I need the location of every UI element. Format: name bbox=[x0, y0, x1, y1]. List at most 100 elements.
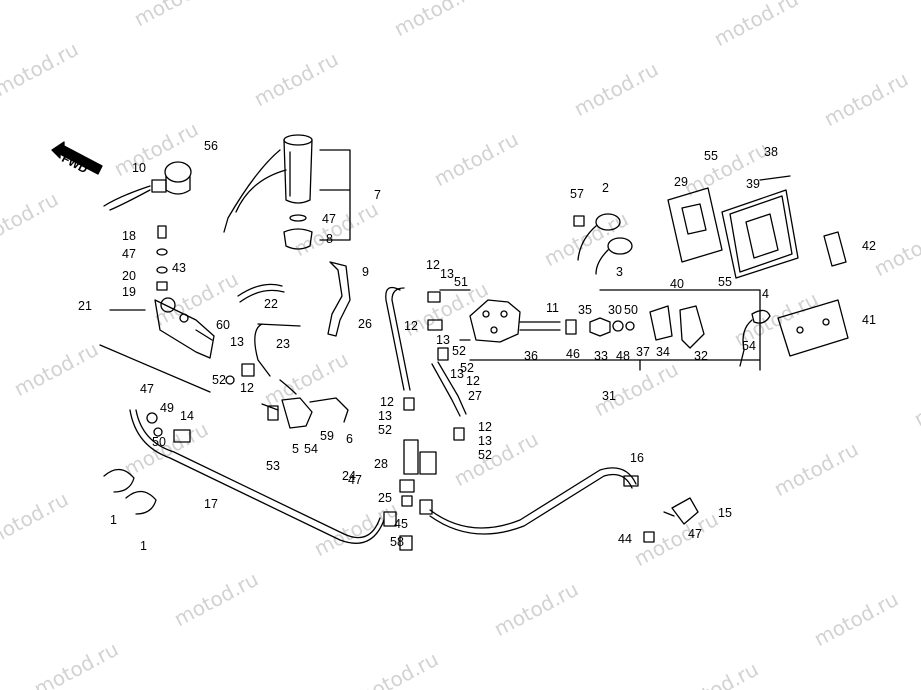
callout: 1 bbox=[140, 539, 147, 553]
callout: 57 bbox=[570, 187, 584, 201]
callout: 19 bbox=[122, 285, 136, 299]
callout: 12 bbox=[380, 395, 394, 409]
callout: 32 bbox=[694, 349, 708, 363]
main-valve-body bbox=[439, 289, 761, 371]
callout: 9 bbox=[362, 265, 369, 279]
callout: 55 bbox=[704, 149, 718, 163]
banjo-bolts bbox=[146, 291, 465, 443]
callout: 34 bbox=[656, 345, 670, 359]
callout: 44 bbox=[618, 532, 632, 546]
callout: 7 bbox=[374, 188, 381, 202]
callout: 27 bbox=[468, 389, 482, 403]
callout: 36 bbox=[524, 349, 538, 363]
callout: 54 bbox=[742, 339, 756, 353]
callout: 13 bbox=[378, 409, 392, 423]
callout: 47 bbox=[122, 247, 136, 261]
callout: 31 bbox=[602, 389, 616, 403]
callout: 13 bbox=[478, 434, 492, 448]
hose-22-23 bbox=[237, 283, 301, 395]
callout: 38 bbox=[764, 145, 778, 159]
callout: 3 bbox=[616, 265, 623, 279]
callout: 52 bbox=[378, 423, 392, 437]
callout: 21 bbox=[78, 299, 92, 313]
plates-32-34 bbox=[649, 305, 705, 349]
callout: 48 bbox=[616, 349, 630, 363]
callout: 24 bbox=[342, 469, 356, 483]
callout: 50 bbox=[152, 435, 166, 449]
fwd-arrow-icon bbox=[51, 141, 103, 175]
callout: 20 bbox=[122, 269, 136, 283]
callout: 16 bbox=[630, 451, 644, 465]
callout: 60 bbox=[216, 318, 230, 332]
callout: 41 bbox=[862, 313, 876, 327]
callout: 18 bbox=[122, 229, 136, 243]
callout: 51 bbox=[454, 275, 468, 289]
callout: 12 bbox=[240, 381, 254, 395]
pipe-26 bbox=[385, 286, 411, 391]
callout: 29 bbox=[674, 175, 688, 189]
part-41-plate bbox=[739, 231, 849, 367]
callout: 52 bbox=[460, 361, 474, 375]
callout: 8 bbox=[326, 232, 333, 246]
callout: 58 bbox=[390, 535, 404, 549]
callout: 13 bbox=[440, 267, 454, 281]
callout: 15 bbox=[718, 506, 732, 520]
callout: 1 bbox=[110, 513, 117, 527]
callout: 59 bbox=[320, 429, 334, 443]
pipe-27 bbox=[431, 361, 467, 417]
callout: 6 bbox=[346, 432, 353, 446]
callout: 10 bbox=[132, 161, 146, 175]
part-10-switch bbox=[103, 161, 192, 211]
callout: 52 bbox=[452, 344, 466, 358]
part-5-assembly bbox=[261, 397, 349, 429]
callout: 12 bbox=[478, 420, 492, 434]
callout: 22 bbox=[264, 297, 278, 311]
callout: 14 bbox=[180, 409, 194, 423]
callout: 47 bbox=[348, 473, 362, 487]
callout: 28 bbox=[374, 457, 388, 471]
callout: 56 bbox=[204, 139, 218, 153]
callout: 12 bbox=[404, 319, 418, 333]
callout: 46 bbox=[566, 347, 580, 361]
callout: 2 bbox=[602, 181, 609, 195]
callout: 52 bbox=[478, 448, 492, 462]
callout: 12 bbox=[426, 258, 440, 272]
callout: 5 bbox=[292, 442, 299, 456]
callout: 13 bbox=[230, 335, 244, 349]
callout: 47 bbox=[322, 212, 336, 226]
callout: 4 bbox=[762, 287, 769, 301]
callout: 12 bbox=[466, 374, 480, 388]
callout: 53 bbox=[266, 459, 280, 473]
part-9-bracket bbox=[327, 261, 351, 337]
callout: 35 bbox=[578, 303, 592, 317]
callout: 45 bbox=[394, 517, 408, 531]
callout: 43 bbox=[172, 261, 186, 275]
callout: 17 bbox=[204, 497, 218, 511]
tee-24-28 bbox=[383, 439, 437, 551]
callout: 39 bbox=[746, 177, 760, 191]
callout: 13 bbox=[450, 367, 464, 381]
part-2-switches bbox=[573, 213, 633, 275]
callout: 25 bbox=[378, 491, 392, 505]
part-21-valve bbox=[99, 297, 215, 393]
callout: 49 bbox=[160, 401, 174, 415]
small-fittings-18-20 bbox=[156, 225, 168, 291]
callout: 11 bbox=[546, 301, 559, 315]
callout: 47 bbox=[140, 382, 154, 396]
callout: 55 bbox=[718, 275, 732, 289]
callout: 30 bbox=[608, 303, 622, 317]
callout: 54 bbox=[304, 442, 318, 456]
hose-17 bbox=[103, 409, 385, 544]
part-7-reservoir bbox=[223, 134, 351, 250]
callout: 37 bbox=[636, 345, 650, 359]
callout: 47 bbox=[688, 527, 702, 541]
callout: 50 bbox=[624, 303, 638, 317]
callout: 40 bbox=[670, 277, 684, 291]
callout: 23 bbox=[276, 337, 290, 351]
hose-16 bbox=[429, 467, 639, 535]
callout: 13 bbox=[436, 333, 450, 347]
callout: 26 bbox=[358, 317, 372, 331]
callout: 52 bbox=[212, 373, 226, 387]
